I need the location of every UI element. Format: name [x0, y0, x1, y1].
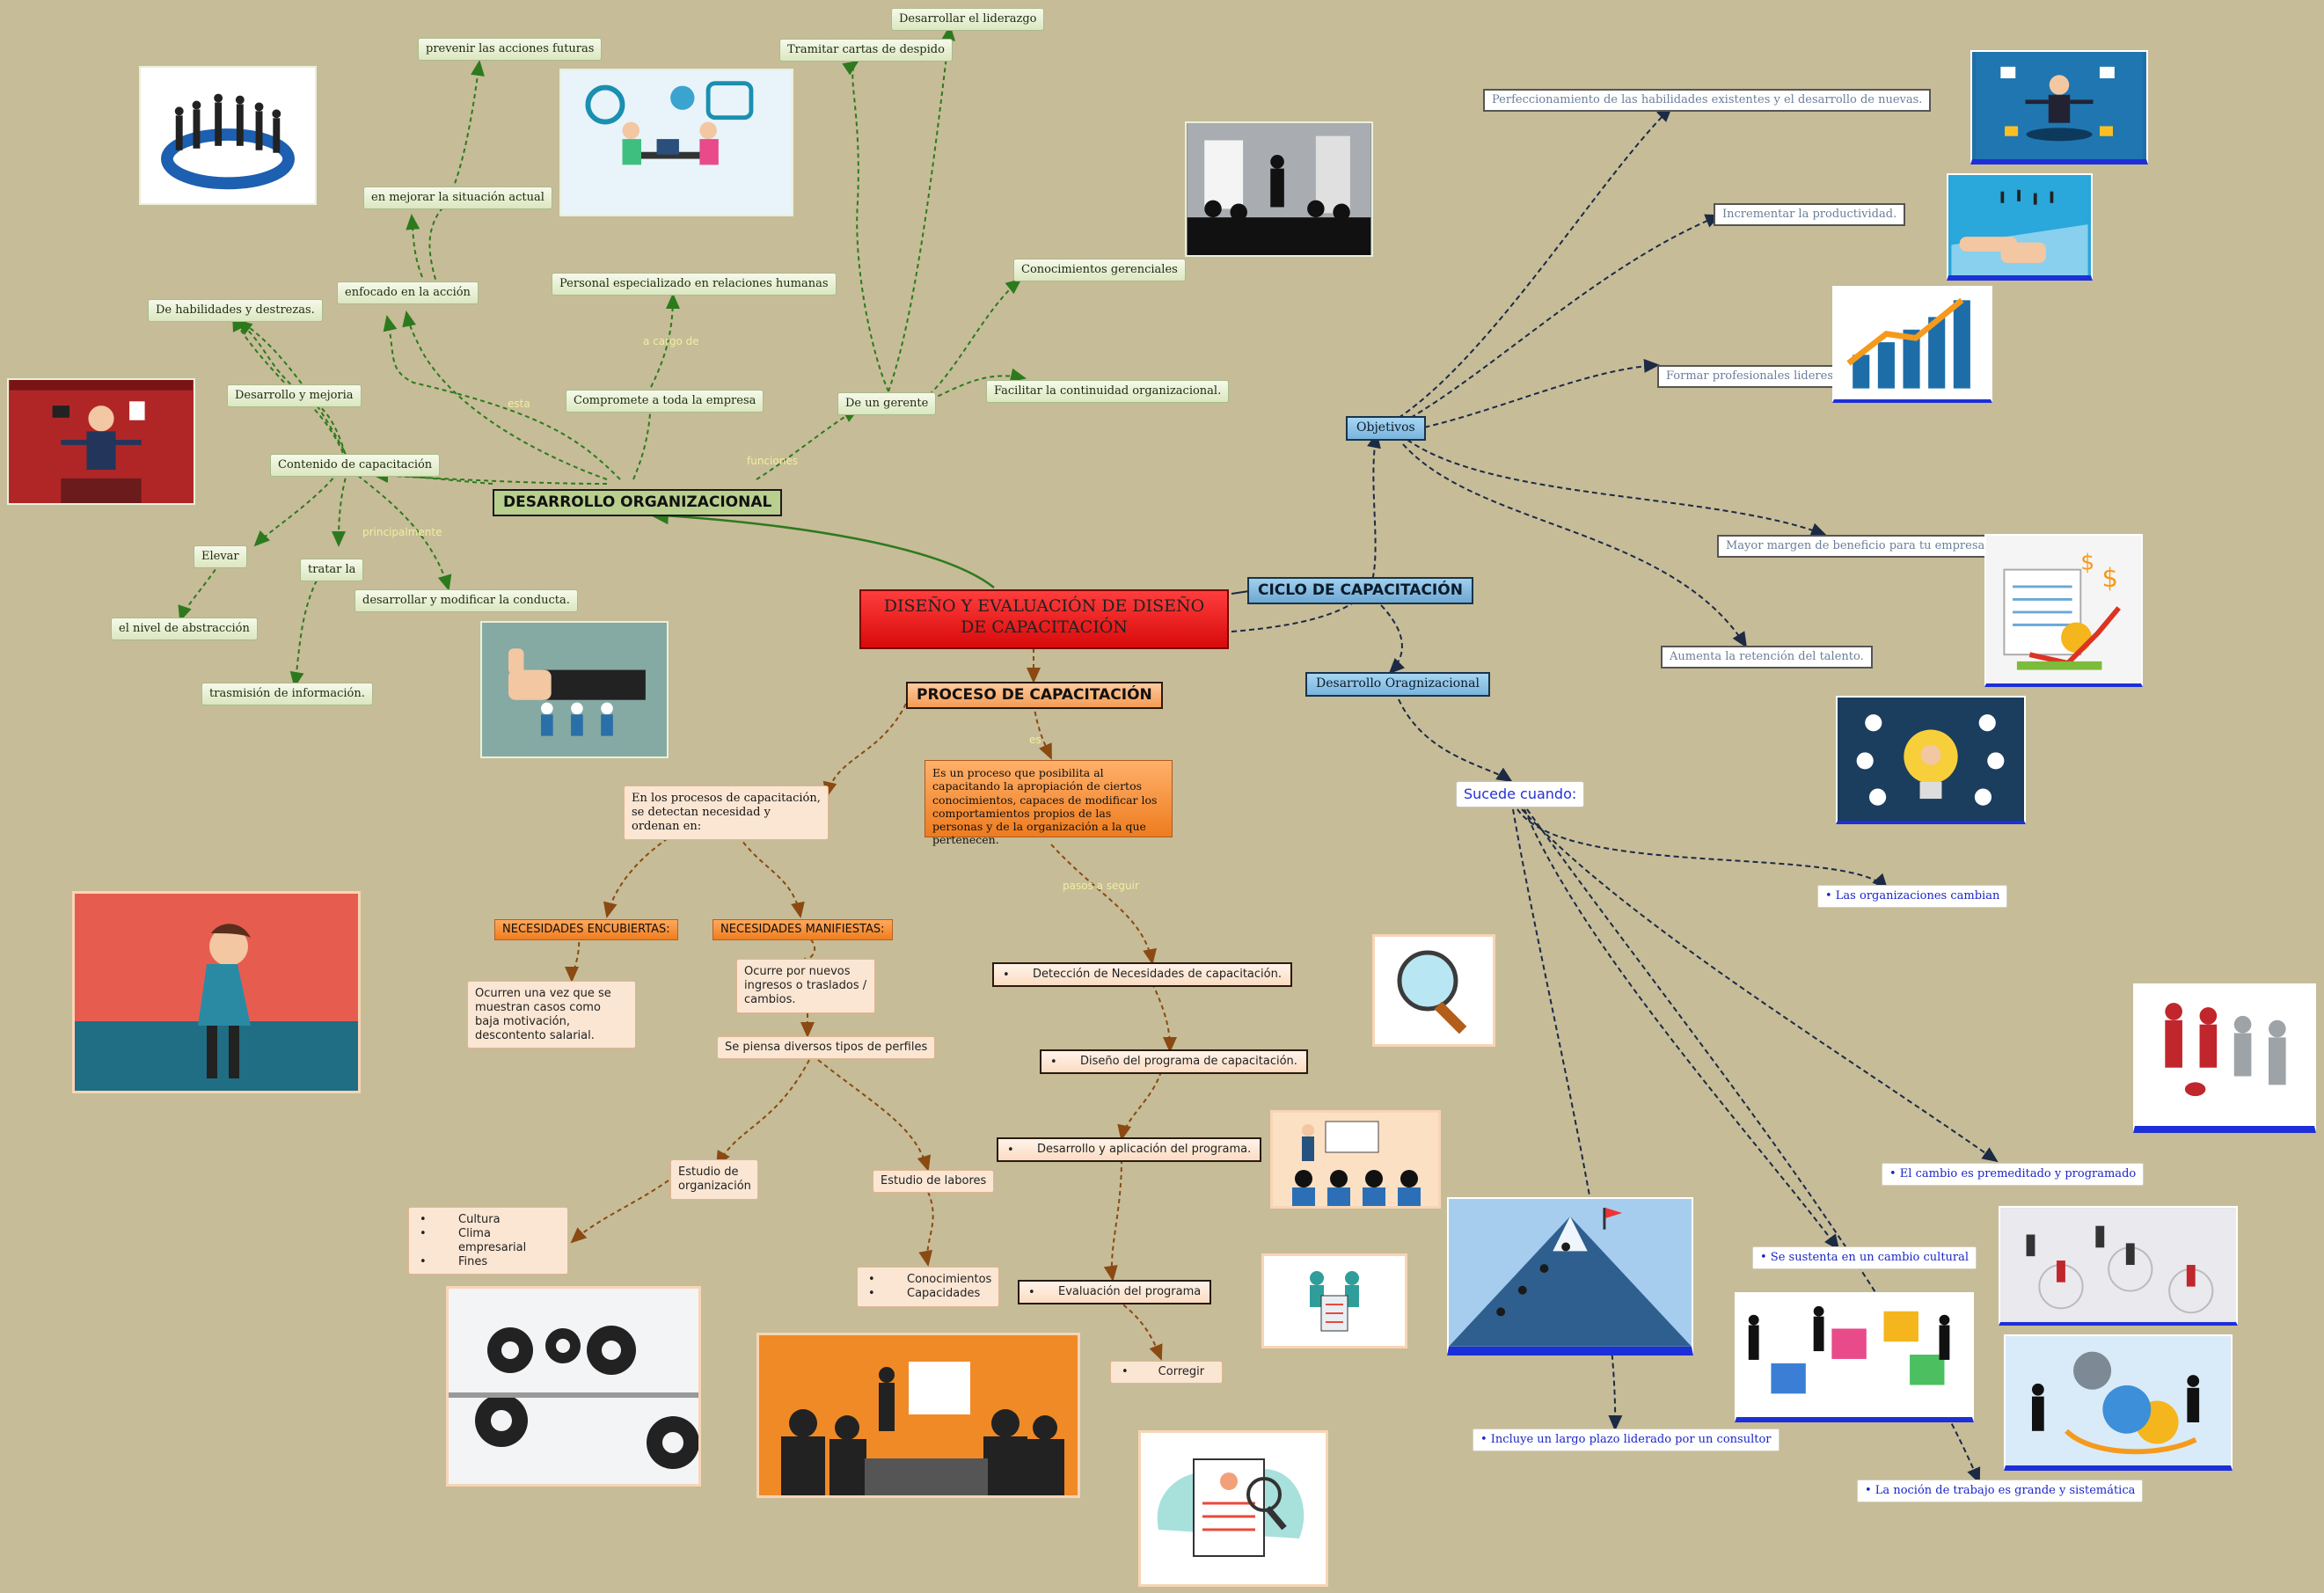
node-objetivo-5[interactable]: Aumenta la retención del talento.	[1661, 646, 1873, 669]
node-sucede-3[interactable]: • Se sustenta en un cambio cultural	[1752, 1246, 1977, 1270]
presentation-silhouette-image	[1185, 121, 1373, 257]
node-abstraccion[interactable]: el nivel de abstracción	[111, 617, 258, 641]
network-people-image	[1999, 1206, 2238, 1326]
node-encubiertas-texto[interactable]: Ocurren una vez que se muestran casos co…	[467, 981, 636, 1049]
talent-ideas-image	[1836, 696, 2026, 824]
node-sucede-1[interactable]: • Las organizaciones cambian	[1817, 885, 2008, 909]
busy-manager-image	[7, 378, 195, 505]
org-item: •Fines	[420, 1254, 488, 1268]
node-sucede-cuando[interactable]: Sucede cuando:	[1456, 781, 1585, 807]
node-manifiestas-texto[interactable]: Ocurre por nuevos ingresos o traslados /…	[736, 959, 875, 1013]
checklist-image	[1138, 1430, 1328, 1587]
node-trasmision[interactable]: trasmisión de información.	[201, 683, 373, 706]
magnifier-image	[1372, 934, 1495, 1047]
link-label-principalmente: principalmente	[362, 526, 442, 538]
bullet: •	[1007, 1144, 1014, 1157]
node-sucede-4[interactable]: • Incluye un largo plazo liderado por un…	[1473, 1429, 1780, 1452]
bullet: •	[1122, 1365, 1129, 1378]
node-sucede-2[interactable]: • El cambio es premeditado y programado	[1882, 1163, 2145, 1187]
svg-text:$: $	[2101, 563, 2117, 593]
communication-image	[559, 69, 793, 216]
profit-image: $$	[1984, 534, 2143, 687]
node-despido[interactable]: Tramitar cartas de despido	[779, 39, 953, 62]
node-desarrollo-organizacional[interactable]: Desarrollo Oragnizacional	[1305, 672, 1490, 697]
step-label: Diseño del programa de capacitación.	[1080, 1055, 1297, 1068]
node-objetivo-3[interactable]: Formar profesionales lideres.	[1657, 365, 1846, 389]
link-label-a-cargo-de: a cargo de	[643, 335, 699, 347]
node-labores-items[interactable]: •Conocimientos •Capacidades	[857, 1267, 999, 1307]
node-estudio-labores[interactable]: Estudio de labores	[873, 1170, 995, 1193]
multitask-image	[1970, 50, 2148, 164]
link-label-esta: esta	[508, 398, 530, 410]
svg-text:$: $	[2080, 550, 2094, 575]
link-label-pasos: pasos a seguir	[1063, 880, 1139, 892]
node-estudio-organizacion[interactable]: Estudio de organización	[670, 1159, 758, 1200]
node-conocimientos[interactable]: Conocimientos gerenciales	[1013, 259, 1186, 282]
step-label: Detección de Necesidades de capacitación…	[1033, 968, 1282, 981]
leader-figures-image	[2133, 983, 2316, 1133]
growth-chart-image	[1832, 286, 1992, 403]
productivity-image	[1947, 173, 2093, 281]
puzzle-team-image	[1735, 1292, 1974, 1422]
node-desarrollo-mejoria[interactable]: Desarrollo y mejoria	[227, 384, 362, 408]
link-label-es: es	[1029, 734, 1041, 746]
classroom-image	[1270, 1110, 1441, 1209]
tired-worker-image	[72, 891, 361, 1093]
node-necesidades-encubiertas[interactable]: NECESIDADES ENCUBIERTAS:	[494, 919, 678, 941]
node-objetivo-4[interactable]: Mayor margen de beneficio para tu empres…	[1717, 535, 1998, 559]
labores-item: •Conocimientos	[868, 1273, 992, 1286]
node-prevenir[interactable]: prevenir las acciones futuras	[418, 38, 603, 62]
node-objetivo-2[interactable]: Incrementar la productividad.	[1714, 203, 1906, 227]
topic-ciclo-capacitacion[interactable]: CICLO DE CAPACITACIÓN	[1247, 577, 1473, 605]
node-compromete[interactable]: Compromete a toda la empresa	[566, 390, 764, 413]
mountain-climb-image	[1447, 1197, 1693, 1356]
bullet: •	[1050, 1056, 1057, 1069]
step-diseno[interactable]: • Diseño del programa de capacitación.	[1040, 1049, 1308, 1075]
org-item: •Cultura	[420, 1213, 501, 1226]
node-gerente[interactable]: De un gerente	[837, 392, 937, 416]
team-circle-image	[139, 66, 317, 205]
step-label: Desarrollo y aplicación del programa.	[1037, 1143, 1252, 1156]
node-liderazgo[interactable]: Desarrollar el liderazgo	[891, 8, 1045, 32]
node-mejorar[interactable]: en mejorar la situación actual	[363, 186, 552, 210]
step-label: Evaluación del programa	[1058, 1285, 1202, 1298]
labores-item: •Capacidades	[868, 1286, 981, 1300]
link-label-funciones: funciones	[747, 455, 798, 467]
bullet: •	[1028, 1286, 1035, 1299]
node-elevar[interactable]: Elevar	[194, 545, 247, 569]
workers-gears-image	[446, 1286, 701, 1487]
thumbs-up-image	[480, 621, 669, 758]
node-contenido[interactable]: Contenido de capacitación	[270, 454, 441, 478]
step-label: Corregir	[1158, 1365, 1205, 1378]
node-continuidad[interactable]: Facilitar la continuidad organizacional.	[986, 380, 1230, 404]
gears-globe-image	[2004, 1334, 2233, 1471]
node-objetivos[interactable]: Objetivos	[1346, 416, 1426, 441]
node-necesidades-manifiestas[interactable]: NECESIDADES MANIFIESTAS:	[713, 919, 893, 941]
node-objetivo-1[interactable]: Perfeccionamiento de las habilidades exi…	[1483, 89, 1932, 113]
root-topic[interactable]: DISEÑO Y EVALUACIÓN DE DISEÑO DE CAPACIT…	[859, 589, 1229, 649]
node-intro-necesidades[interactable]: En los procesos de capacitación, se dete…	[624, 786, 829, 840]
step-corregir[interactable]: • Corregir	[1110, 1361, 1223, 1384]
node-habilidades[interactable]: De habilidades y destrezas.	[148, 299, 323, 323]
step-deteccion[interactable]: • Detección de Necesidades de capacitació…	[992, 962, 1292, 988]
meeting-presentation-image	[756, 1333, 1080, 1498]
evaluation-team-image	[1261, 1253, 1407, 1348]
topic-proceso-capacitacion[interactable]: PROCESO DE CAPACITACIÓN	[906, 682, 1163, 710]
node-perfiles[interactable]: Se piensa diversos tipos de perfiles	[717, 1036, 936, 1059]
org-item: •Clima empresarial	[420, 1226, 527, 1254]
node-enfocado[interactable]: enfocado en la acción	[337, 281, 479, 305]
node-conducta[interactable]: desarrollar y modificar la conducta.	[354, 589, 578, 613]
node-descripcion[interactable]: Es un proceso que posibilita al capacita…	[924, 760, 1173, 846]
step-evaluacion[interactable]: • Evaluación del programa	[1018, 1280, 1212, 1305]
step-desarrollo[interactable]: • Desarrollo y aplicación del programa.	[997, 1137, 1262, 1163]
node-tratar[interactable]: tratar la	[300, 559, 364, 582]
node-org-items[interactable]: •Cultura •Clima empresarial •Fines	[408, 1207, 568, 1275]
topic-desarrollo-organizacional[interactable]: DESARROLLO ORGANIZACIONAL	[493, 489, 783, 517]
node-personal[interactable]: Personal especializado en relaciones hum…	[552, 273, 837, 296]
bullet: •	[1003, 968, 1010, 982]
node-sucede-5[interactable]: • La noción de trabajo es grande y siste…	[1857, 1480, 2144, 1503]
